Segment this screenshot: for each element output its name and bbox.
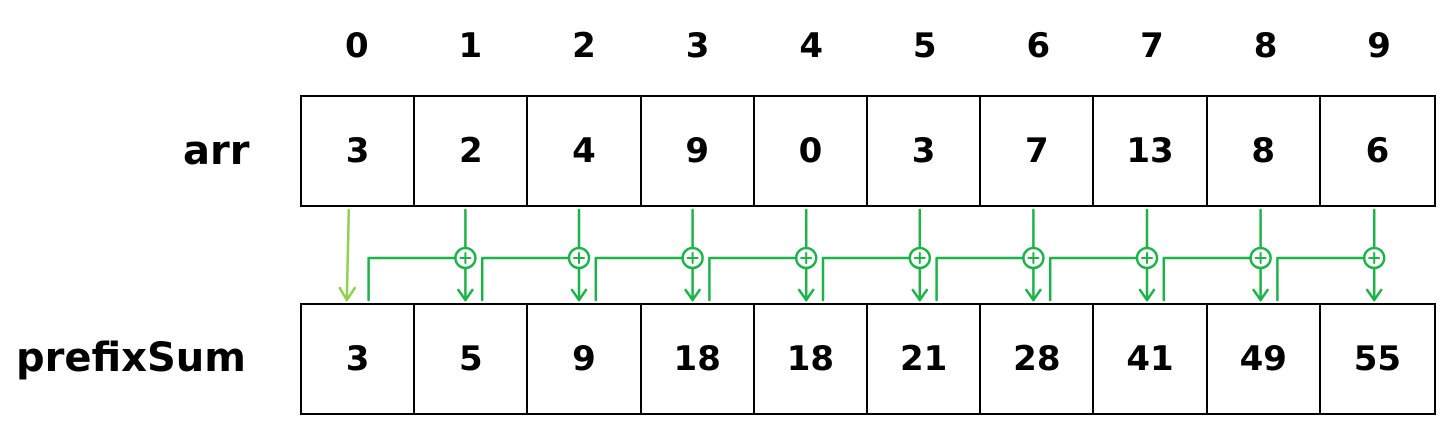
index-label: 0 <box>344 26 369 66</box>
carry-connector-line <box>821 256 912 302</box>
plus-sign <box>573 252 585 264</box>
arr-cell: 9 <box>642 97 755 205</box>
arr-cell: 4 <box>528 97 642 205</box>
prefix-sum-cell: 49 <box>1208 305 1321 413</box>
plus-to-prefix-arrowhead <box>1025 288 1042 302</box>
carry-connector-line <box>708 256 798 302</box>
prefix-sum-cell: 3 <box>302 305 416 413</box>
prefix-sum-label: prefixSum <box>16 335 246 381</box>
prefix-sum-cell: 55 <box>1353 339 1402 379</box>
arr-cell: 13 <box>1094 97 1208 205</box>
carry-connector-line <box>1162 256 1252 302</box>
prefix-sum-cell: 5 <box>415 305 529 413</box>
index-label: 9 <box>1367 26 1391 66</box>
carry-connector-line <box>594 256 684 302</box>
carry-connector-line <box>1048 256 1139 302</box>
index-label: 4 <box>799 26 823 66</box>
plus-to-prefix-arrowhead <box>1138 288 1156 302</box>
index-label: 6 <box>1026 26 1051 66</box>
arr-row: 3 2 4 9 0 3 7 13 8 6 <box>300 95 1436 207</box>
plus-sign <box>1141 252 1153 264</box>
plus-to-prefix-arrowhead <box>1365 288 1383 302</box>
index-label: 8 <box>1253 26 1278 66</box>
plus-sign <box>459 252 472 264</box>
prefix-sum-cell: 21 <box>868 305 982 413</box>
index-label: 7 <box>1140 26 1164 66</box>
arr-cell: 8 <box>1208 97 1321 205</box>
arr-cell: 6 <box>1365 131 1390 171</box>
arr-cell: 2 <box>415 97 529 205</box>
index-label: 5 <box>912 26 937 66</box>
carry-connector-line <box>367 256 457 302</box>
carry-connector-line <box>935 256 1025 302</box>
carry-connector-line <box>480 256 571 302</box>
plus-sign <box>1027 252 1040 264</box>
prefix-sum-cell: 9 <box>528 305 642 413</box>
prefix-sum-cell: 18 <box>642 305 755 413</box>
arr-cell: 3 <box>868 97 982 205</box>
arr-cell: 7 <box>981 97 1095 205</box>
index-row: 0 1 2 3 4 5 6 7 8 9 <box>300 26 1436 72</box>
arr-cell: 0 <box>755 97 869 205</box>
index-label: 1 <box>458 26 483 66</box>
carry-connector-line <box>1276 256 1366 302</box>
copy-arrowhead <box>338 286 357 302</box>
plus-to-prefix-arrowhead <box>911 288 929 302</box>
plus-sign <box>1368 252 1381 264</box>
plus-sign <box>686 252 699 264</box>
prefix-sum-row: 3 5 9 18 18 21 28 41 49 55 <box>300 303 1436 415</box>
prefix-sum-cell: 41 <box>1094 305 1208 413</box>
prefix-sum-cell: 18 <box>755 305 869 413</box>
arr-cell: 3 <box>302 97 416 205</box>
plus-to-prefix-arrowhead <box>797 288 815 302</box>
plus-sign <box>913 252 926 264</box>
arr-label: arr <box>183 128 250 174</box>
plus-to-prefix-arrowhead <box>684 288 701 302</box>
copy-arrow-line <box>345 208 351 302</box>
prefix-sum-cell: 28 <box>981 305 1095 413</box>
index-label: 2 <box>572 26 596 66</box>
plus-sign <box>1254 252 1267 264</box>
plus-to-prefix-arrowhead <box>570 288 588 302</box>
plus-sign <box>800 252 813 264</box>
index-label: 3 <box>685 26 710 66</box>
plus-to-prefix-arrowhead <box>1252 288 1269 302</box>
plus-to-prefix-arrowhead <box>457 288 474 302</box>
